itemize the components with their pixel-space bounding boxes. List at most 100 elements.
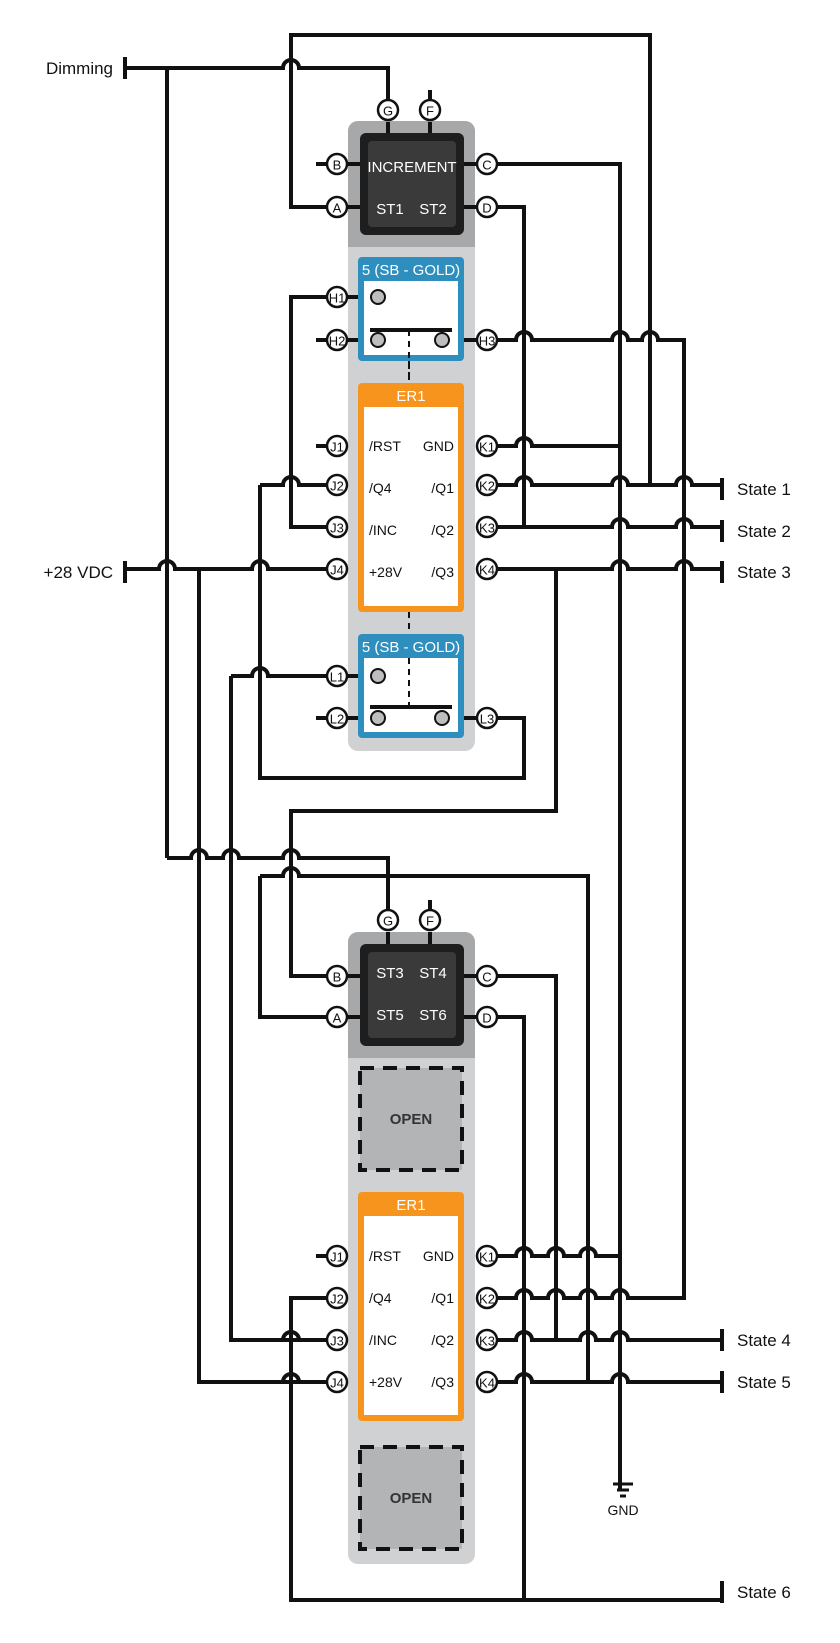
pin-label: K3 [479,521,495,536]
switch-legend-st5: ST5 [376,1007,404,1024]
pin-label: H1 [329,291,346,306]
signal-rst: /RST [369,1248,401,1264]
pin-j4: J4 [325,1370,349,1394]
signal-q2: /Q2 [431,1332,454,1348]
pin-label: F [426,914,434,929]
contact-block-title: 5 (SB - GOLD) [362,262,460,279]
pin-f: F [418,908,442,932]
open-slot-label: OPEN [390,1111,433,1128]
switch-legend-st1: ST1 [376,201,404,218]
pin-k4: K4 [475,1370,499,1394]
pin-j1: J1 [325,434,349,458]
relay-er1-top: ER1 [358,383,464,612]
pin-label: J4 [330,563,344,578]
pin-k4: K4 [475,557,499,581]
pin-k2: K2 [475,473,499,497]
switch-legend-st6: ST6 [419,1007,447,1024]
wire-28vdc [125,559,333,571]
wires [125,33,722,1602]
signal-inc: /INC [369,522,397,538]
pin-label: J1 [330,440,344,455]
pin-label: A [333,1011,342,1026]
wire-k2-state1 [492,475,722,487]
wire-h3 [492,330,686,1300]
pin-l3: L3 [475,706,499,730]
pin-label: G [383,914,393,929]
wire-a2 [258,876,333,1019]
pin-a: A [325,195,349,219]
ground-label: GND [607,1502,638,1518]
pin-label: B [333,970,342,985]
pin-d: D [475,195,499,219]
wire-l1-to-j3b [229,676,333,1342]
pin-label: C [482,158,491,173]
pin-b: B [325,152,349,176]
increment-switch[interactable]: INCREMENT ST1 ST2 [360,133,464,235]
pin-f: F [418,98,442,122]
pin-c: C [475,964,499,988]
pin-c: C [475,152,499,176]
pin-label: K1 [479,440,495,455]
wire-k2-bottom [492,1288,684,1300]
state-3-label: State 3 [737,563,791,582]
pin-label: B [333,158,342,173]
pin-label: K4 [479,563,495,578]
pin-label: J4 [330,1376,344,1391]
vdc-input: +28 VDC [44,561,127,583]
vdc-label: +28 VDC [44,563,113,582]
pin-label: K1 [479,1250,495,1265]
pin-label: H2 [329,334,346,349]
signal-28v: +28V [369,564,403,580]
pin-label: J2 [330,1292,344,1307]
pin-b: B [325,964,349,988]
open-slot-upper: OPEN [358,1066,464,1172]
pin-j1: J1 [325,1244,349,1268]
pin-label: D [482,1011,491,1026]
relay-title: ER1 [396,1197,425,1214]
pin-g: G [376,908,400,932]
pin-d: D [475,1005,499,1029]
signal-inc: /INC [369,1332,397,1348]
dimming-label: Dimming [46,59,113,78]
state-1-label: State 1 [737,480,791,499]
wire-j2b-state6 [289,1296,722,1602]
pin-h3: H3 [475,328,499,352]
pin-j3: J3 [325,1328,349,1352]
pin-a: A [325,1005,349,1029]
relay-title: ER1 [396,388,425,405]
pin-h1: H1 [325,285,349,309]
signal-q4: /Q4 [369,1290,392,1306]
wire-j2-top [260,475,333,487]
wire-a1-loop [289,33,652,485]
wire-h1-to-j3 [289,295,333,529]
pin-j2: J2 [325,1286,349,1310]
switch-legend-st4: ST4 [419,965,447,982]
signal-rst: /RST [369,438,401,454]
wire-k4-to-b2 [289,569,558,978]
ground-symbol-icon: GND [607,1482,639,1518]
wire-k4-state3 [492,559,722,571]
pin-label: J2 [330,479,344,494]
pin-label: D [482,201,491,216]
wire-d1 [492,205,526,527]
pin-label: L3 [480,712,494,727]
pin-l2: L2 [325,706,349,730]
signal-q1: /Q1 [431,1290,454,1306]
wire-l1 [231,666,333,678]
relay-er1-bottom: ER1 [358,1192,464,1421]
contact-block-h: 5 (SB - GOLD) [358,257,464,387]
pin-k1: K1 [475,434,499,458]
pin-label: J3 [330,521,344,536]
pin-k1: K1 [475,1244,499,1268]
wire-c2 [492,974,558,1340]
relay-bottom-signals: /RST /Q4 /INC +28V GND /Q1 /Q2 /Q3 [369,1248,454,1390]
contact-block-l: 5 (SB - GOLD) [358,612,464,738]
wire-k1-bottom [492,1246,620,1258]
pin-label: C [482,970,491,985]
wire [231,1330,333,1342]
open-slot-lower: OPEN [358,1445,464,1551]
state-5-label: State 5 [737,1373,791,1392]
pin-label: J1 [330,1250,344,1265]
pin-j4: J4 [325,557,349,581]
state-switch[interactable]: ST3 ST4 ST5 ST6 [360,944,464,1046]
